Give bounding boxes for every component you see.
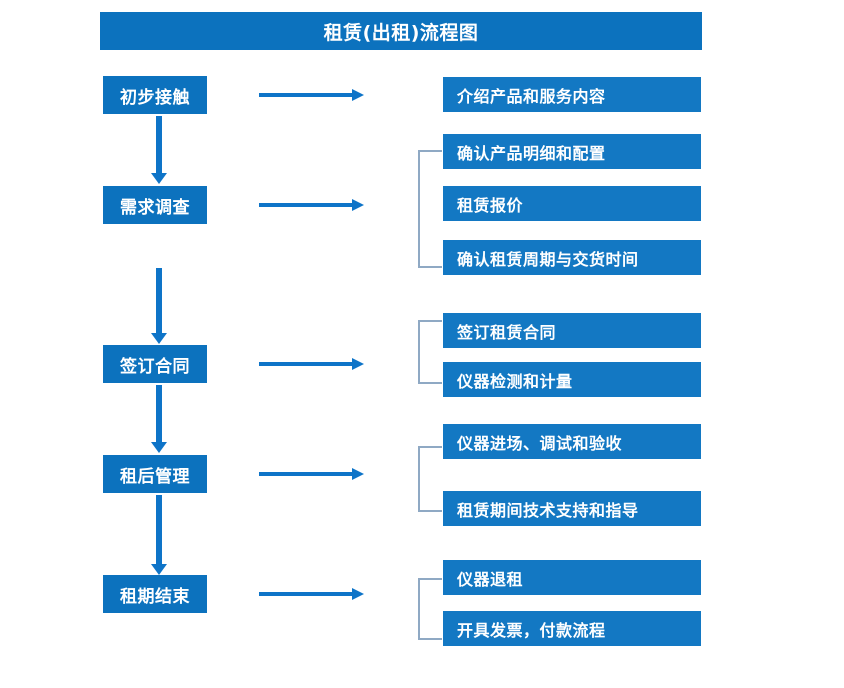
arrow-shaft — [259, 203, 353, 207]
arrow-shaft — [156, 116, 162, 173]
arrow-stage-4-to-details — [259, 467, 364, 481]
arrow-stage-2-to-stage-3 — [151, 268, 167, 344]
arrow-stage-3-to-details — [259, 357, 364, 371]
detail-box-3[interactable]: 租赁报价 — [443, 186, 701, 221]
arrow-shaft — [156, 495, 162, 564]
arrow-stage-1-to-stage-2 — [151, 116, 167, 184]
stage-box-3[interactable]: 签订合同 — [103, 345, 207, 383]
arrow-head — [151, 442, 167, 453]
arrow-head — [151, 333, 167, 344]
stage-box-1[interactable]: 初步接触 — [103, 76, 207, 114]
detail-box-4[interactable]: 确认租赁周期与交货时间 — [443, 240, 701, 275]
stage-box-2[interactable]: 需求调查 — [103, 186, 207, 224]
stage-box-4[interactable]: 租后管理 — [103, 455, 207, 493]
bracket-group-2 — [418, 150, 442, 268]
detail-box-7[interactable]: 仪器进场、调试和验收 — [443, 424, 701, 459]
arrow-shaft — [259, 362, 353, 366]
arrow-stage-3-to-stage-4 — [151, 385, 167, 453]
arrow-head — [352, 199, 364, 211]
detail-box-2[interactable]: 确认产品明细和配置 — [443, 134, 701, 169]
arrow-shaft — [259, 592, 353, 596]
arrow-head — [151, 173, 167, 184]
diagram-title: 租赁(出租)流程图 — [100, 12, 702, 50]
arrow-head — [352, 588, 364, 600]
arrow-head — [352, 89, 364, 101]
arrow-head — [352, 468, 364, 480]
arrow-stage-1-to-details — [259, 88, 364, 102]
stage-box-5[interactable]: 租期结束 — [103, 575, 207, 613]
arrow-head — [151, 564, 167, 575]
arrow-stage-4-to-stage-5 — [151, 495, 167, 575]
arrow-shaft — [156, 268, 162, 333]
bracket-group-5 — [418, 578, 442, 640]
detail-box-5[interactable]: 签订租赁合同 — [443, 313, 701, 348]
detail-box-9[interactable]: 仪器退租 — [443, 560, 701, 595]
detail-box-1[interactable]: 介绍产品和服务内容 — [443, 77, 701, 112]
arrow-stage-2-to-details — [259, 198, 364, 212]
arrow-shaft — [156, 385, 162, 442]
arrow-head — [352, 358, 364, 370]
arrow-stage-5-to-details — [259, 587, 364, 601]
detail-box-6[interactable]: 仪器检测和计量 — [443, 362, 701, 397]
arrow-shaft — [259, 472, 353, 476]
bracket-group-3 — [418, 320, 442, 384]
arrow-shaft — [259, 93, 353, 97]
detail-box-8[interactable]: 租赁期间技术支持和指导 — [443, 491, 701, 526]
detail-box-10[interactable]: 开具发票，付款流程 — [443, 611, 701, 646]
bracket-group-4 — [418, 446, 442, 512]
